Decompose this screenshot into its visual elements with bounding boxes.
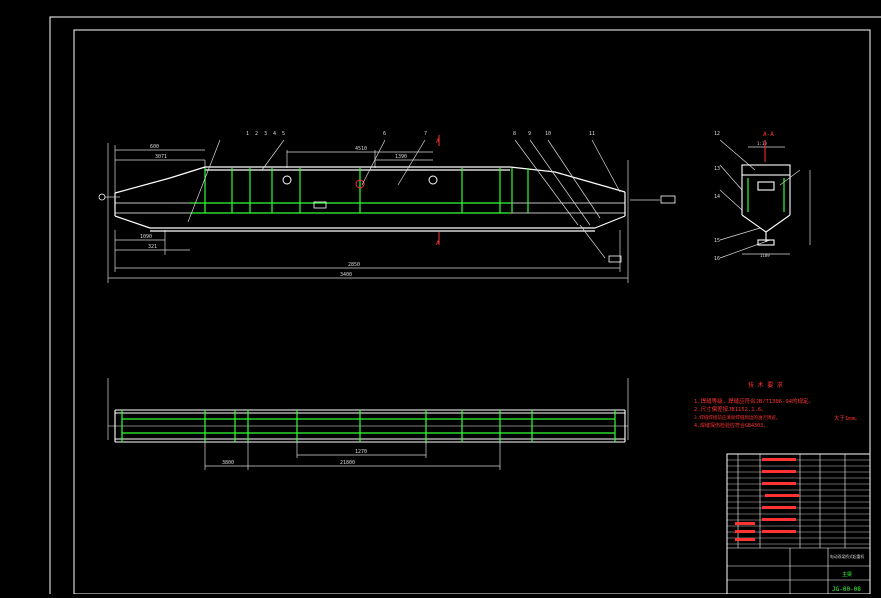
callout-7: 7 <box>424 131 427 137</box>
note-side: 大于1mm。 <box>834 414 860 422</box>
dim-bottom-left2: 321 <box>148 244 157 250</box>
plan-dim-mid: 1270 <box>355 449 367 455</box>
section-aa-view: A-A 1:10 1189 <box>714 131 811 262</box>
callout-12: 12 <box>714 131 720 137</box>
dim-bottom-left: 1090 <box>140 234 152 240</box>
callout-6: 6 <box>383 131 386 137</box>
front-stiffeners <box>190 168 529 214</box>
hole-right <box>428 175 438 185</box>
plan-dim-left: 3800 <box>222 460 234 466</box>
callout-4: 4 <box>273 131 276 137</box>
callout-16: 16 <box>714 256 720 262</box>
title-block-cell-fill <box>762 518 796 521</box>
title-block-cell-fill <box>762 470 796 473</box>
title-block-cell-fill <box>762 458 796 461</box>
section-dim-top: 1:10 <box>757 141 767 146</box>
title-block-cell-fill <box>735 522 755 525</box>
front-view: 3400 2850 600 3071 4510 1390 1090 321 1 … <box>98 131 676 283</box>
callout-11: 11 <box>589 131 595 137</box>
front-extension-lines <box>107 143 629 283</box>
section-label-bottom: A <box>436 240 440 247</box>
callout-15: 15 <box>714 238 720 244</box>
note-line-4: 4.焊缝探伤检验应符合GB4303。 <box>694 422 768 429</box>
hole-mid <box>355 179 365 189</box>
dim-left-top: 600 <box>150 144 159 150</box>
callout-3: 3 <box>264 131 267 137</box>
technical-notes: 技 术 要 求 1.焊缝等级，焊缝应符合JB/T1306-94的规定。 2.尺寸… <box>694 381 860 429</box>
girder-body <box>114 166 626 232</box>
title-block-name: 主梁 <box>842 571 852 578</box>
title-block-company: 电动双梁桥式起重机 <box>830 554 864 559</box>
note-line-2: 2.尺寸偏差按JB1152.1.6。 <box>694 405 767 413</box>
title-block-fills <box>735 458 799 541</box>
plan-stiffeners <box>121 410 616 442</box>
title-block-cell-fill <box>735 538 755 541</box>
callout-13: 13 <box>714 166 720 172</box>
front-holes <box>282 175 438 189</box>
section-dim-bottom: 1189 <box>760 253 770 258</box>
weld-symbols <box>98 193 676 263</box>
title-block-cell-fill <box>735 530 755 533</box>
note-line-1: 1.焊缝等级，焊缝应符合JB/T1306-94的规定。 <box>694 397 814 405</box>
front-dimension-lines <box>105 139 660 279</box>
dim-top-mid: 1390 <box>395 154 407 160</box>
callout-9: 9 <box>528 131 531 137</box>
hole-left <box>282 175 292 185</box>
title-block-cell-fill <box>762 530 796 533</box>
dim-top-span: 4510 <box>355 146 367 152</box>
callout-14: 14 <box>714 194 720 200</box>
title-block-cell-fill <box>762 482 796 485</box>
callout-8: 8 <box>513 131 516 137</box>
dim-flange-len: 2850 <box>348 262 360 268</box>
title-block-drawing-number: JG-00-08 <box>832 586 861 593</box>
plan-dim-span: 21800 <box>340 460 355 466</box>
front-dimension-text: 3400 2850 600 3071 4510 1390 1090 321 <box>140 144 407 278</box>
plan-view: 3800 1270 21800 <box>107 378 629 470</box>
title-block-cell-fill <box>762 506 796 509</box>
callout-5: 5 <box>282 131 285 137</box>
section-title: A-A <box>763 131 774 138</box>
dim-overall: 3400 <box>340 272 352 278</box>
callout-10: 10 <box>545 131 551 137</box>
section-callouts: 12 13 14 15 16 <box>714 131 720 262</box>
callout-2: 2 <box>255 131 258 137</box>
title-block-cell-fill <box>765 494 799 497</box>
section-label-top: A <box>436 138 440 145</box>
callout-1: 1 <box>246 131 249 137</box>
front-callouts: 1 2 3 4 5 6 7 8 9 10 11 <box>246 131 595 137</box>
dim-left-step: 3071 <box>155 154 167 160</box>
notes-title: 技 术 要 求 <box>748 381 783 389</box>
note-line-3: 3.焊缝焊接前应清除焊缝周边的油污锈迹。 <box>694 414 780 421</box>
title-block-rows <box>727 459 870 545</box>
